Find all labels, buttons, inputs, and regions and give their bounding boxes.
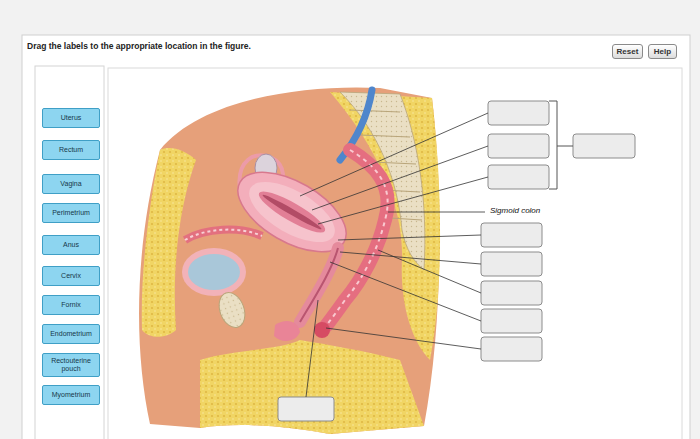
rectum-folds	[326, 150, 388, 326]
label-text: Myometrium	[52, 391, 91, 399]
intestine	[185, 230, 262, 240]
label-text: Rectouterine pouch	[45, 357, 97, 372]
label-tile: Cervix	[42, 266, 100, 286]
labia	[274, 321, 300, 341]
anus	[314, 322, 330, 338]
bladder-wall	[182, 248, 246, 296]
label-tray	[35, 66, 104, 439]
rectum	[326, 150, 388, 326]
label-tile: Fornix	[42, 295, 100, 315]
myometrium	[240, 170, 344, 254]
endometrium	[255, 185, 330, 239]
pubic-bone	[215, 289, 250, 331]
label-text: Uterus	[61, 114, 82, 122]
reset-button: Reset	[612, 44, 643, 59]
label-text: Rectum	[59, 146, 83, 154]
label-tile: Endometrium	[42, 324, 100, 344]
fat-layer	[200, 340, 424, 434]
label-text: Anus	[63, 241, 79, 249]
label-tile: Rectouterine pouch	[42, 353, 100, 377]
label-text: Fornix	[61, 301, 80, 309]
label-text: Vagina	[60, 180, 81, 188]
label-tile: Perimetrium	[42, 203, 100, 223]
label-tile: Myometrium	[42, 385, 100, 405]
drop-target	[278, 101, 635, 421]
structure-label: Sigmoid colon	[489, 206, 541, 215]
bracket	[549, 101, 573, 189]
body-section	[139, 87, 440, 434]
label-tile: Uterus	[42, 108, 100, 128]
instruction-title: Drag the labels to the appropriate locat…	[27, 41, 251, 51]
label-text: Cervix	[61, 272, 81, 280]
uterine-cavity	[261, 192, 323, 231]
panel	[22, 35, 690, 439]
label-text: Endometrium	[50, 330, 92, 338]
label-tile: Vagina	[42, 174, 100, 194]
label-tile: Rectum	[42, 140, 100, 160]
figure-area	[108, 68, 682, 439]
leader-line	[300, 113, 488, 397]
label-tile: Anus	[42, 235, 100, 255]
bladder	[188, 254, 240, 290]
button-label: Help	[654, 47, 671, 56]
intestine-detail	[185, 230, 262, 240]
help-button: Help	[648, 44, 677, 59]
label-text: Perimetrium	[52, 209, 90, 217]
button-label: Reset	[617, 47, 639, 56]
